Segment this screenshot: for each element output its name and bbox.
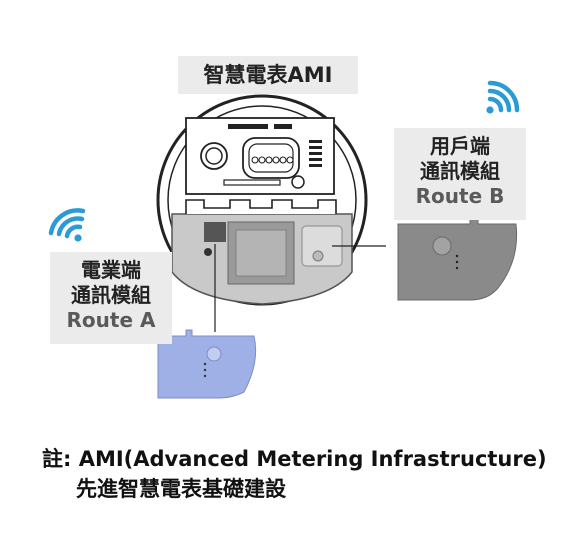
route-b-label: 用戶端 通訊模組 Route B [394, 128, 526, 220]
footnote-line1: 註: AMI(Advanced Metering Infrastructure) [42, 447, 547, 471]
wifi-icon [48, 208, 86, 242]
route-b-line2: 通訊模組 [420, 159, 500, 183]
route-a-label: 電業端 通訊模組 Route A [50, 252, 172, 344]
route-b-module [397, 217, 518, 301]
route-a-line3: Route A [66, 308, 156, 332]
route-a-line1: 電業端 [81, 258, 141, 282]
route-b-line3: Route B [415, 184, 505, 208]
diagram-title: 智慧電表AMI [178, 56, 358, 94]
route-a-line2: 通訊模組 [71, 283, 151, 307]
footnote: 註: AMI(Advanced Metering Infrastructure)… [42, 444, 547, 504]
wifi-icon [486, 80, 520, 114]
route-b-line1: 用戶端 [430, 134, 490, 158]
route-a-module [157, 329, 257, 399]
smart-meter [156, 94, 368, 306]
footnote-line2: 先進智慧電表基礎建設 [76, 477, 286, 501]
